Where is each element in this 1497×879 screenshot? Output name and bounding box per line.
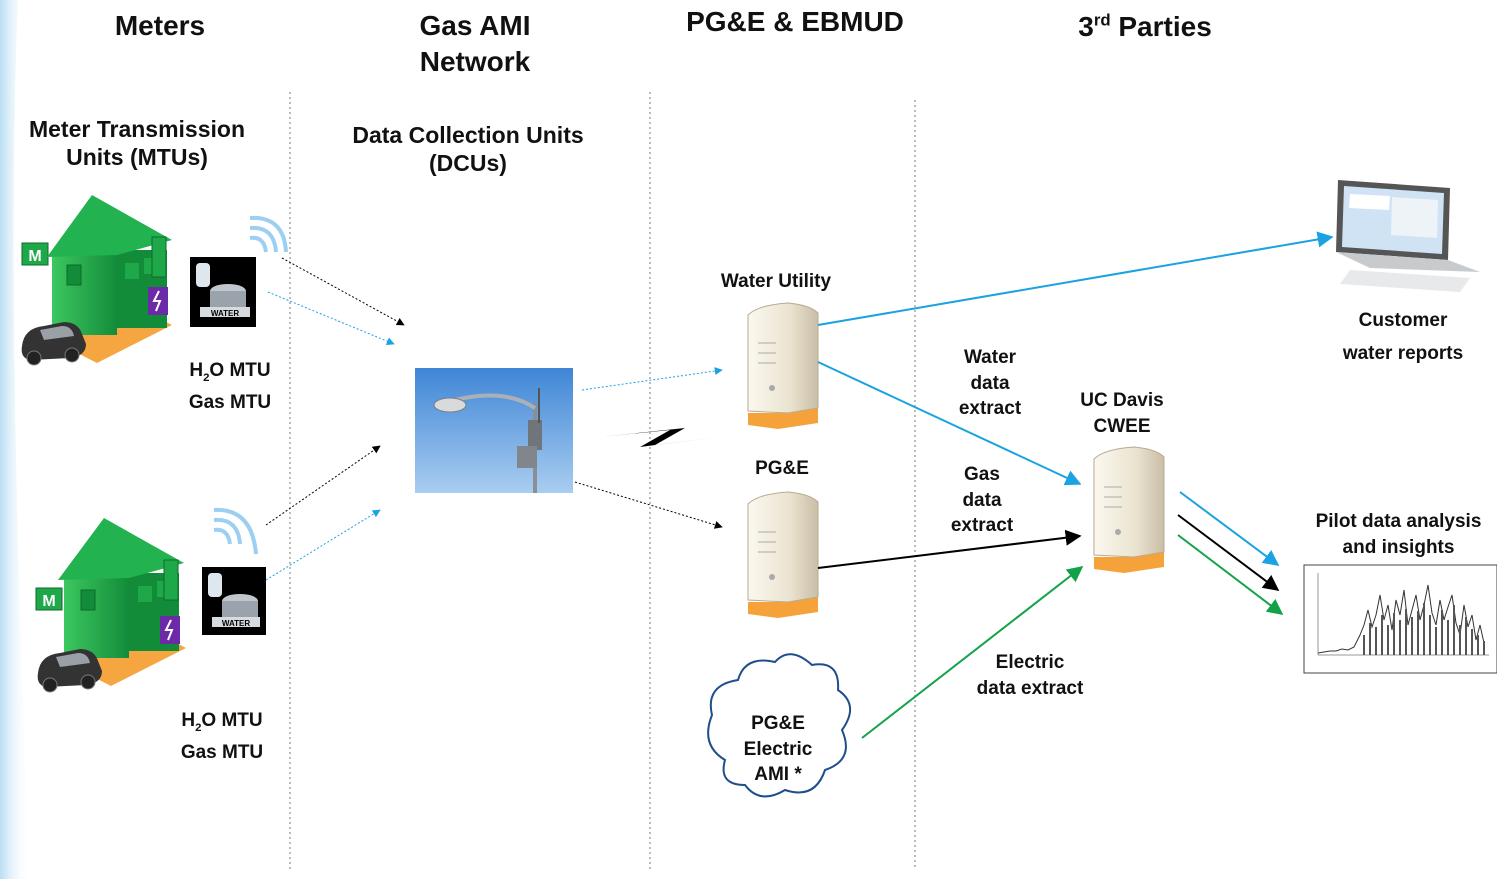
h2o-suffix: O MTU: [201, 710, 263, 731]
laptop-icon: [1336, 180, 1480, 292]
wifi-icon: [249, 215, 288, 253]
water-utility-label: Water Utility: [720, 271, 832, 292]
column-header-third-parties: 3rd Parties: [1040, 9, 1250, 45]
house-icon: M: [35, 518, 186, 686]
gas-to-analysis-arrow: [1177, 514, 1280, 591]
water-to-customer-arrow: [817, 231, 1334, 326]
mtu-labels-2: H2O MTU Gas MTU: [162, 708, 282, 766]
dcu-to-utility-arrows: [574, 367, 723, 529]
electric-extract-label: Electric data extract: [955, 650, 1105, 701]
ucdavis-line2: CWEE: [1093, 415, 1151, 437]
mtu-to-dcu-arrows: [265, 257, 405, 581]
pilot-line2: and insights: [1342, 536, 1455, 558]
gas-ami-line1: Gas AMI: [419, 10, 531, 41]
house-icon: M: [21, 195, 172, 363]
h2o-prefix: H: [181, 710, 196, 731]
electric-extract-line1: Electric: [995, 652, 1065, 673]
gas-ami-line2: Network: [419, 46, 531, 78]
gas-extract-line2: data: [962, 489, 1002, 511]
svg-text:M: M: [28, 248, 41, 265]
pge-label: PG&E: [755, 458, 809, 479]
dcu-title: Data Collection Units (DCUs): [320, 122, 616, 177]
streetlight-dcu-image: [415, 368, 573, 493]
water-extract-line1: Water: [963, 347, 1017, 368]
server-icon: [747, 491, 819, 618]
electric-extract-arrow: [861, 566, 1084, 739]
customer-line1: Customer: [1358, 310, 1448, 331]
left-gradient-stripe: [0, 0, 30, 879]
h2o-mtu-label: H2O MTU: [170, 358, 290, 386]
third-parties-prefix: 3: [1078, 11, 1094, 42]
meter-label: WATER: [211, 309, 240, 318]
gas-extract-line3: extract: [950, 515, 1014, 537]
mtu-labels-1: H2O MTU Gas MTU: [170, 358, 290, 416]
pilot-analysis-label: Pilot data analysis and insights: [1300, 509, 1497, 560]
water-to-analysis-arrow: [1179, 491, 1280, 566]
car-icon: [21, 322, 86, 366]
column-separators: [289, 92, 916, 870]
third-parties-suffix: Parties: [1110, 11, 1212, 42]
h2o-sub: 2: [195, 721, 202, 734]
gas-extract-arrow: [817, 529, 1082, 569]
water-extract-line2: data: [970, 372, 1010, 394]
ucdavis-label: UC Davis CWEE: [1064, 388, 1180, 439]
h2o-sub: 2: [203, 371, 210, 384]
pilot-line1: Pilot data analysis: [1315, 511, 1482, 532]
water-extract-label: Water data extract: [944, 345, 1036, 422]
gas-extract-label: Gas data extract: [936, 462, 1028, 539]
mtu-title-line1: Meter Transmission: [28, 116, 246, 142]
water-extract-line3: extract: [958, 398, 1022, 420]
cloud-line3: AMI *: [754, 764, 802, 786]
ucdavis-line1: UC Davis: [1080, 390, 1164, 411]
server-icon: [1093, 446, 1165, 573]
svg-text:M: M: [42, 593, 55, 610]
meter-label: WATER: [222, 619, 251, 628]
data-flow-arrows: [817, 231, 1334, 739]
car-icon: [37, 649, 102, 693]
customer-reports-label: Customer water reports: [1328, 308, 1478, 366]
dcu-title-line1: Data Collection Units: [352, 122, 584, 148]
wifi-icon: [213, 507, 258, 555]
gas-extract-line1: Gas: [964, 464, 1000, 485]
electric-to-analysis-arrow: [1177, 534, 1284, 615]
electric-extract-line2: data extract: [976, 677, 1084, 699]
cloud-label: PG&E Electric AMI *: [722, 711, 834, 788]
water-meter-icon: WATER: [190, 257, 256, 327]
cloud-line2: Electric: [743, 738, 813, 760]
chart-thumbnail: [1303, 564, 1497, 674]
column-header-pge-ebmud: PG&E & EBMUD: [686, 6, 904, 37]
mtu-title: Meter Transmission Units (MTUs): [2, 116, 272, 171]
h2o-prefix: H: [189, 360, 204, 381]
gas-mtu-label: Gas MTU: [180, 742, 264, 764]
cloud-icon: [707, 653, 851, 798]
h2o-mtu-label: H2O MTU: [162, 708, 282, 736]
server-icon: [747, 302, 819, 429]
gas-mtu-label: Gas MTU: [188, 392, 272, 414]
dcu-title-line2: (DCUs): [429, 149, 507, 176]
customer-line2: water reports: [1342, 342, 1464, 364]
cloud-line1: PG&E: [751, 713, 805, 734]
third-parties-sup: rd: [1093, 10, 1111, 30]
water-meter-icon: WATER: [202, 567, 266, 635]
column-header-gas-ami: Gas AMI Network: [395, 8, 555, 81]
water-extract-arrow: [817, 361, 1082, 486]
mtu-title-line2: Units (MTUs): [66, 143, 208, 170]
h2o-suffix: O MTU: [209, 360, 271, 381]
wireless-link-icon: [600, 428, 725, 447]
column-header-meters: Meters: [114, 10, 206, 41]
